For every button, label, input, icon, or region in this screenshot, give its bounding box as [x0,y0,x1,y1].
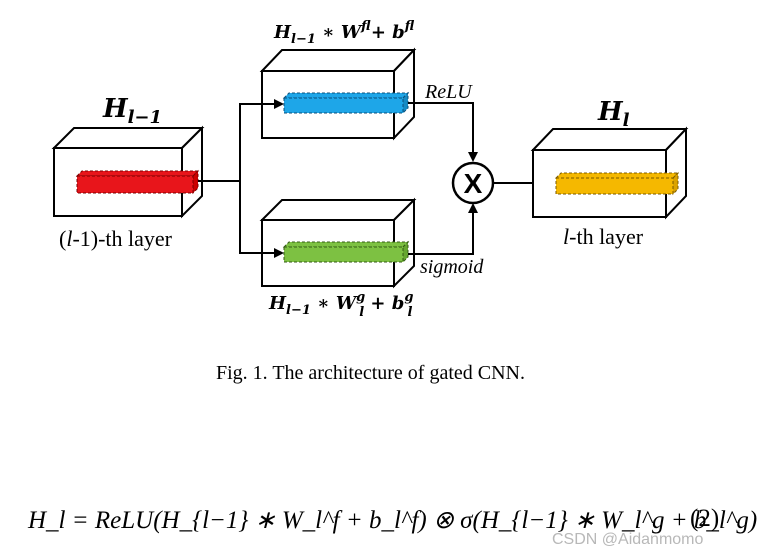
input-block-top-face [51,127,205,149]
top-block-top-face [259,49,417,72]
input-feature-bar [75,169,200,195]
output-block: Hl l-th layer [530,97,689,249]
equation-number: (2) [690,505,720,532]
watermark: CSDN @Aidanmomo [552,531,704,548]
input-block-title: Hl−1 [102,94,162,128]
output-layer-caption: l-th layer [563,224,644,249]
sigmoid-path-arrow [408,203,478,255]
relu-path-arrow [408,102,478,162]
bottom-feature-bar [282,240,410,264]
top-conv-block: Hl−1 ∗ Wfl + bfl ReLU [259,19,473,141]
activation-connectors [408,102,478,255]
elementwise-multiply-node: X [451,161,495,205]
input-block: Hl−1 (l-1)-th layer [51,94,205,251]
gated-cnn-diagram: Hl−1 (l-1)-th layer Hl−1 ∗ Wfl + bfl ReL… [51,19,689,320]
relu-label: ReLU [424,81,473,103]
multiply-symbol: X [464,168,483,199]
input-split-connectors [198,99,284,258]
bottom-block-top-face [259,199,417,221]
sigmoid-label: sigmoid [420,256,484,278]
split-to-bottom-arrow [239,181,284,258]
output-block-title: Hl [597,97,630,131]
top-conv-label: Hl−1 ∗ Wfl + bfl [273,19,415,47]
equation-text: H_l = ReLU(H_{l−1} ∗ W_l^f + b_l^f) ⊗ σ(… [28,507,757,534]
input-layer-caption: (l-1)-th layer [59,226,173,251]
top-feature-bar [282,91,410,115]
gated-cnn-equation: H_l = ReLU(H_{l−1} ∗ W_l^f + b_l^f) ⊗ σ(… [28,505,757,535]
output-feature-bar [554,171,680,196]
output-block-top-face [530,128,689,151]
figure-caption: Fig. 1. The architecture of gated CNN. [216,362,525,384]
split-to-top-arrow [239,99,284,181]
